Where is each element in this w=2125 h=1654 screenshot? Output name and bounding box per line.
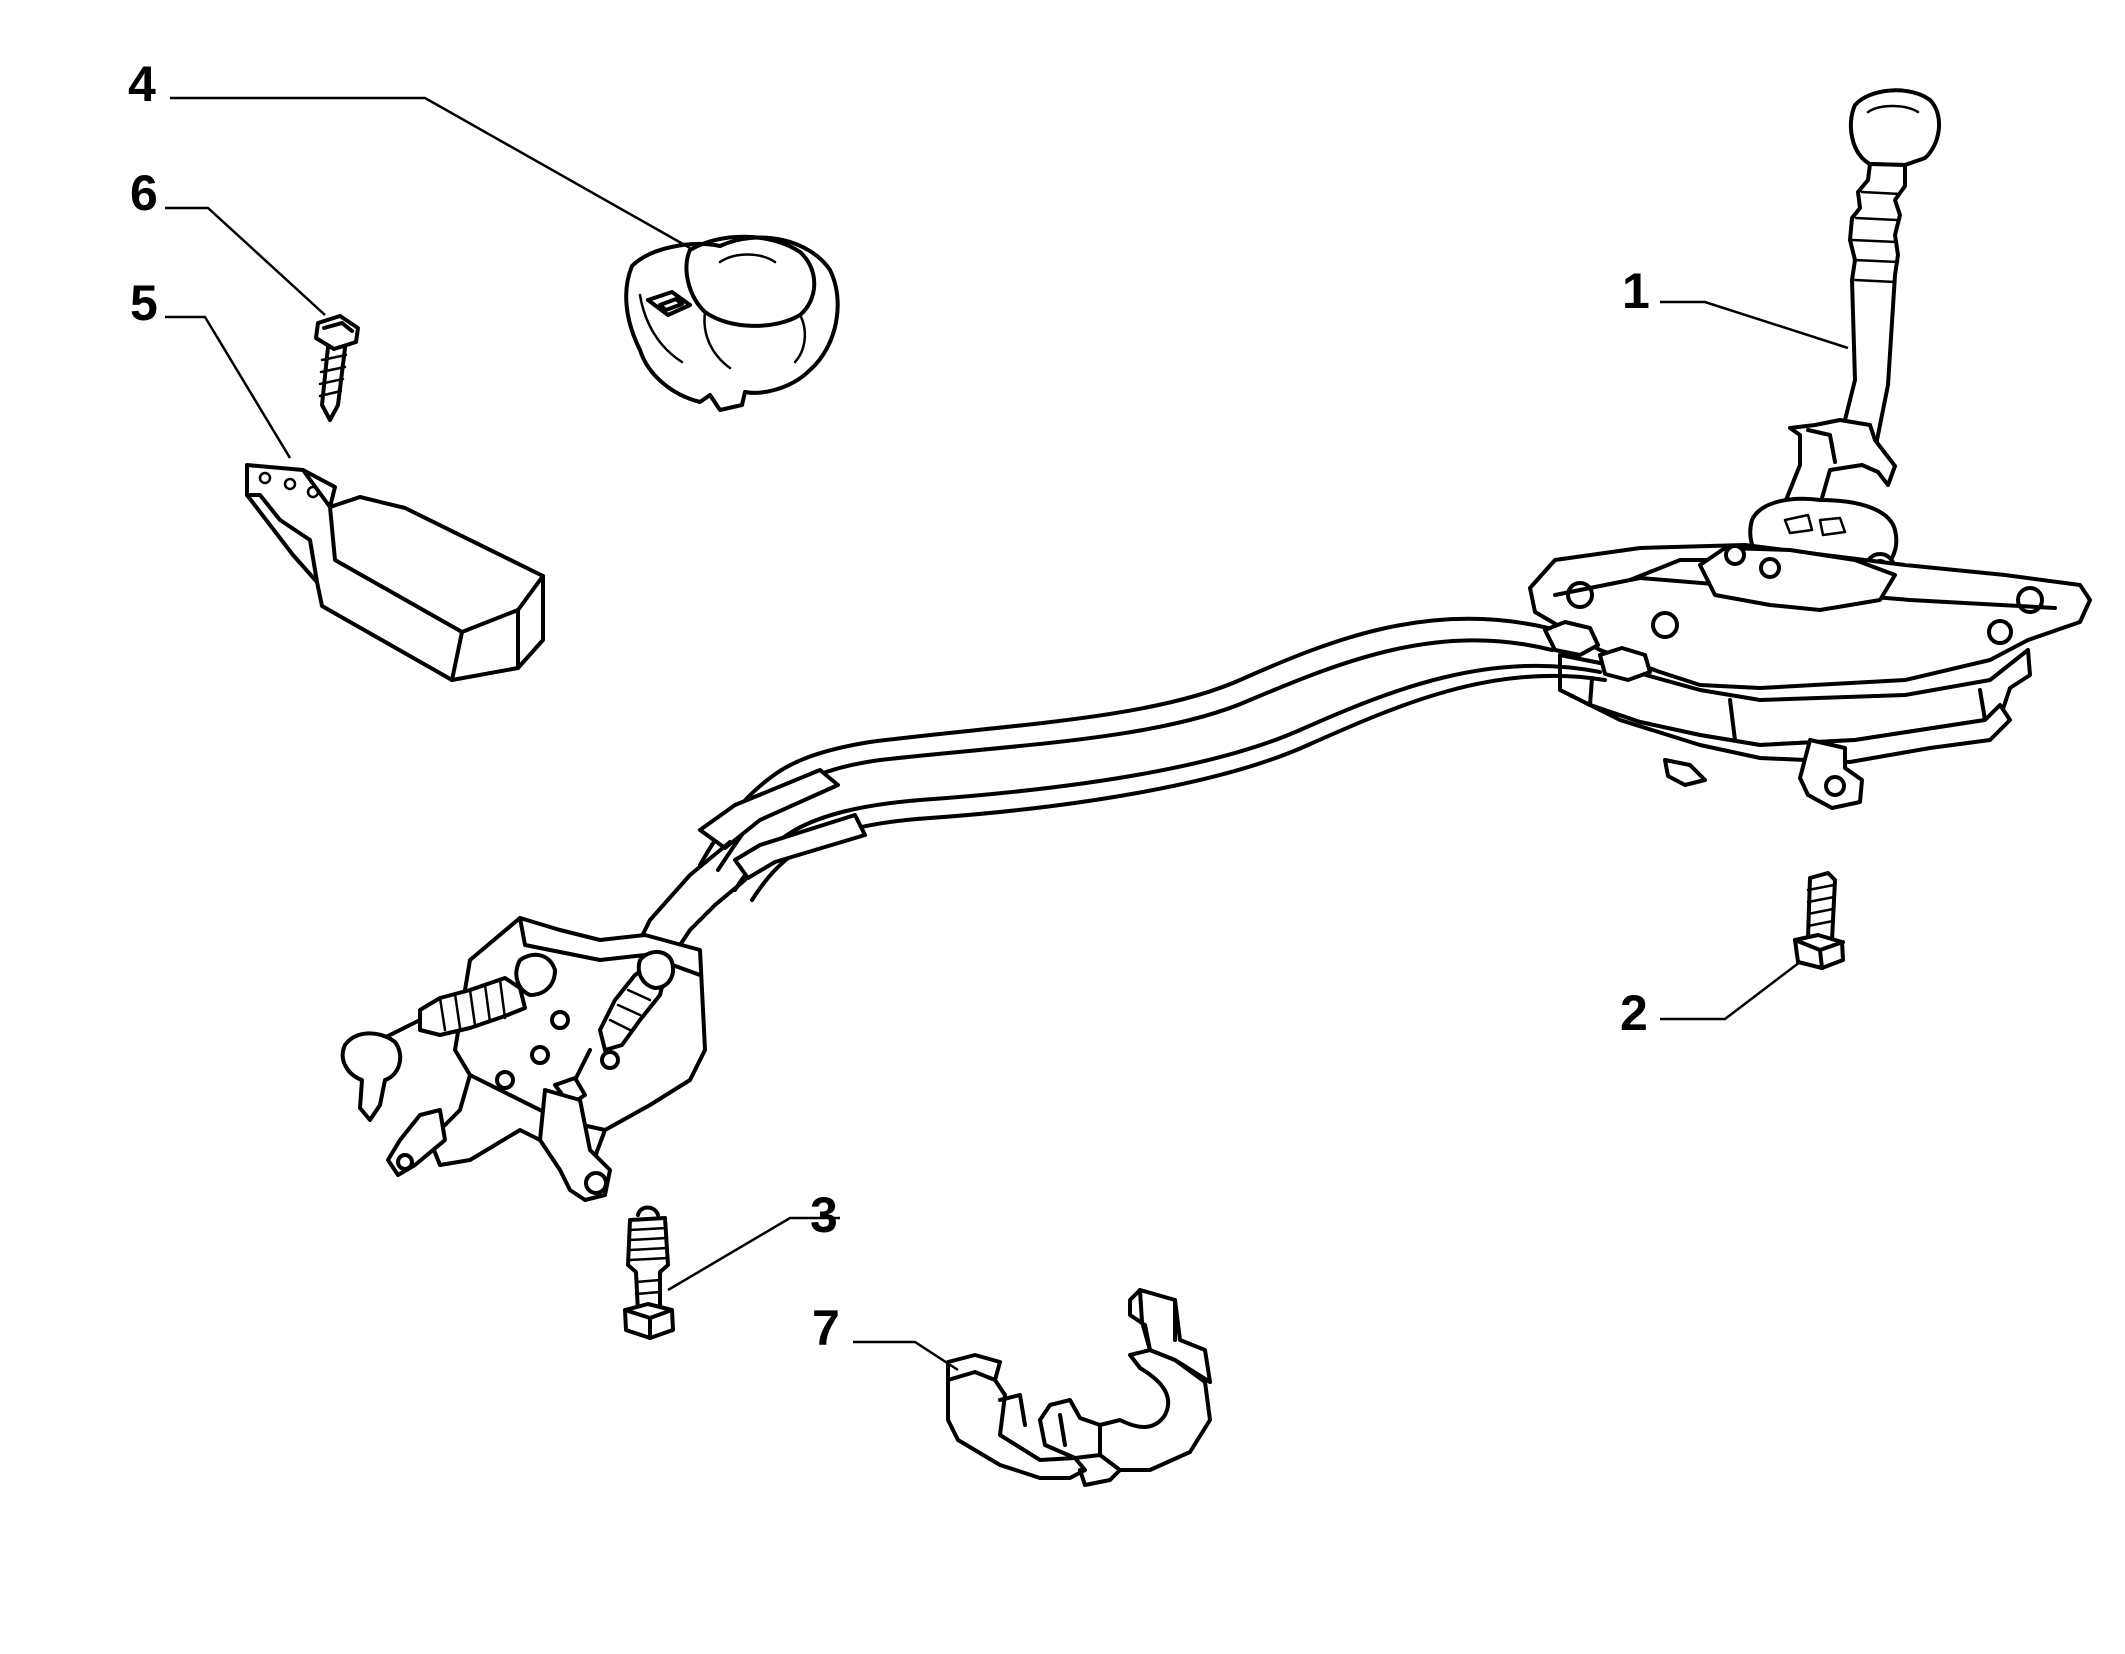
callout-2: 2 (1620, 985, 1648, 1041)
part-5-bracket (245, 463, 545, 682)
callout-7: 7 (812, 1300, 840, 1356)
callout-5: 5 (130, 275, 158, 331)
callout-6: 6 (130, 165, 158, 221)
part-6-screw (314, 314, 360, 422)
leader-3 (667, 1216, 840, 1292)
leader-5 (165, 315, 292, 459)
leader-6 (165, 206, 326, 316)
leader-7 (853, 1340, 959, 1372)
part-2-bolt (1793, 871, 1845, 970)
part-3-stud-bolt (623, 1205, 675, 1340)
leader-4 (170, 96, 691, 250)
leader-1 (1660, 300, 1849, 350)
gearbox-linkage-bracket (340, 916, 707, 1202)
part-7-clip (946, 1288, 1212, 1487)
shift-cables (628, 616, 1607, 962)
callout-labels: 1 2 3 4 5 6 7 (128, 56, 1650, 1356)
callout-leaders (165, 96, 1849, 1372)
part-1-gear-lever-assembly (1528, 88, 2092, 810)
callout-4: 4 (128, 56, 156, 112)
callout-3: 3 (810, 1187, 838, 1243)
part-4-bushing (624, 234, 840, 412)
leader-2 (1660, 961, 1801, 1021)
callout-1: 1 (1622, 263, 1650, 319)
